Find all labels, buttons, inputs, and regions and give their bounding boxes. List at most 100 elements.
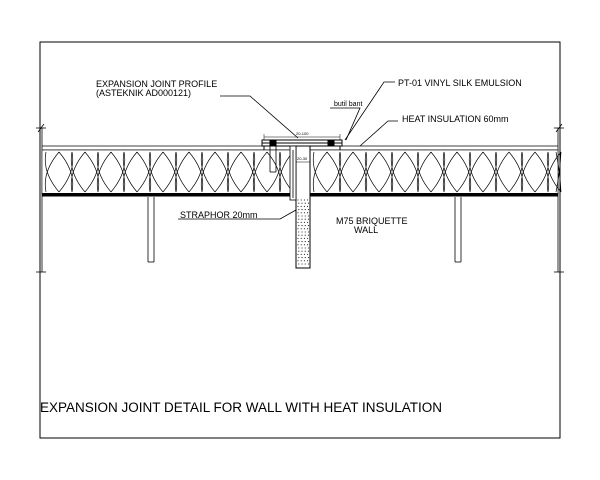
- straphor-fill-dot: [304, 231, 306, 233]
- straphor-fill-dot: [297, 244, 299, 246]
- straphor-fill-dot: [298, 218, 300, 220]
- drawing-title: EXPANSION JOINT DETAIL FOR WALL WITH HEA…: [40, 400, 442, 415]
- straphor-fill-dot: [298, 250, 300, 252]
- straphor-label: STRAPHOR 20mm: [180, 210, 258, 220]
- straphor-fill-dot: [303, 228, 305, 230]
- straphor-fill-dot: [307, 250, 309, 252]
- vinyl-label: PT-01 VINYL SILK EMULSION: [398, 78, 522, 88]
- straphor-fill-dot: [307, 231, 309, 233]
- straphor-fill-dot: [307, 247, 309, 249]
- straphor-fill-dot: [297, 237, 299, 239]
- straphor-fill-dot: [307, 244, 309, 246]
- straphor-fill-dot: [298, 257, 300, 259]
- straphor-fill-dot: [298, 241, 300, 243]
- straphor-fill-dot: [303, 244, 305, 246]
- straphor-fill-dot: [307, 202, 309, 204]
- straphor-fill-dot: [298, 234, 300, 236]
- straphor-fill-dot: [304, 241, 306, 243]
- straphor-fill-dot: [297, 253, 299, 255]
- leader-lines: [178, 81, 398, 220]
- straphor-fill-dot: [307, 212, 309, 214]
- straphor-fill-dot: [301, 234, 303, 236]
- straphor-fill-dot: [301, 241, 303, 243]
- drawing-frame: [39, 41, 561, 439]
- straphor-fill-dot: [300, 253, 302, 255]
- straphor-fill-dot: [300, 237, 302, 239]
- straphor-fill-dot: [307, 215, 309, 217]
- briquette-wall: [147, 197, 462, 263]
- straphor-fill-dot: [298, 263, 300, 265]
- straphor-fill-dot: [307, 237, 309, 239]
- straphor-fill-dot: [307, 205, 309, 207]
- expansion-profile-label-line1: EXPANSION JOINT PROFILE: [96, 79, 217, 89]
- straphor-fill-dot: [300, 221, 302, 223]
- straphor-fill-dot: [297, 212, 299, 214]
- straphor-fill-dot: [307, 257, 309, 259]
- straphor-fill-dot: [300, 199, 302, 201]
- expansion-joint-profile: [261, 139, 343, 150]
- straphor-fill-dot: [300, 228, 302, 230]
- straphor-fill-dot: [301, 231, 303, 233]
- straphor-fill-dot: [297, 199, 299, 201]
- straphor-fill-dot: [298, 247, 300, 249]
- straphor-fill-dot: [298, 225, 300, 227]
- straphor-fill-dot: [307, 263, 309, 265]
- straphor-fill-dot: [303, 221, 305, 223]
- straphor-fill-dot: [301, 250, 303, 252]
- straphor-fill-dot: [300, 205, 302, 207]
- straphor-fill-dot: [297, 260, 299, 262]
- straphor-fill-dot: [303, 212, 305, 214]
- straphor-fill-dot: [304, 202, 306, 204]
- straphor-fill-dot: [298, 231, 300, 233]
- straphor-fill-dot: [300, 260, 302, 262]
- straphor-fill-dot: [298, 215, 300, 217]
- straphor-fill-dot: [307, 209, 309, 211]
- straphor-fill-dot: [303, 253, 305, 255]
- straphor-fill-dot: [304, 257, 306, 259]
- straphor-fill-dot: [307, 221, 309, 223]
- straphor-fill-dot: [301, 218, 303, 220]
- straphor-fill-dot: [304, 250, 306, 252]
- straphor-fill-dot: [304, 263, 306, 265]
- straphor-fill-dot: [304, 247, 306, 249]
- straphor-fill-dot: [307, 260, 309, 262]
- straphor-fill-dot: [301, 202, 303, 204]
- straphor-fill-dot: [307, 253, 309, 255]
- fixing-anchor: [269, 145, 297, 201]
- straphor-fill-dot: [297, 205, 299, 207]
- straphor-fill-dot: [307, 241, 309, 243]
- break-lines: [36, 123, 564, 273]
- wall-label-line1: M75 BRIQUETTE: [336, 216, 408, 226]
- straphor-fill-dot: [297, 228, 299, 230]
- straphor-fill-dot: [304, 218, 306, 220]
- straphor-fill-dot: [300, 212, 302, 214]
- straphor-fill-dot: [297, 221, 299, 223]
- straphor-fill-dot: [307, 218, 309, 220]
- straphor-fill-dot: [307, 228, 309, 230]
- straphor-fill-dot: [301, 215, 303, 217]
- straphor-fill-dot: [298, 209, 300, 211]
- straphor-fill-dot: [303, 199, 305, 201]
- straphor-fill-dot: [300, 244, 302, 246]
- wall-label-line2: WALL: [354, 225, 378, 235]
- joint-dimension-text: 20-30: [297, 156, 308, 161]
- straphor-fill-dot: [303, 260, 305, 262]
- heat-insulation-label: HEAT INSULATION 60mm: [402, 114, 509, 124]
- straphor-fill-dot: [298, 202, 300, 204]
- straphor-fill-dot: [301, 263, 303, 265]
- profile-dimension-text: 20-100: [296, 131, 309, 136]
- straphor-fill-dot: [301, 257, 303, 259]
- straphor-fill-dot: [301, 247, 303, 249]
- straphor-fill-dot: [307, 234, 309, 236]
- wall-face: [42, 193, 558, 197]
- straphor-fill-dot: [304, 209, 306, 211]
- straphor-fill-dot: [304, 225, 306, 227]
- expansion-joint-gap: [295, 145, 311, 269]
- straphor-fill-dot: [304, 215, 306, 217]
- straphor-fill-dot: [307, 225, 309, 227]
- straphor-fill-dot: [303, 205, 305, 207]
- butil-label: butil bant: [334, 101, 362, 108]
- straphor-fill-dot: [303, 237, 305, 239]
- straphor-fill-dot: [301, 209, 303, 211]
